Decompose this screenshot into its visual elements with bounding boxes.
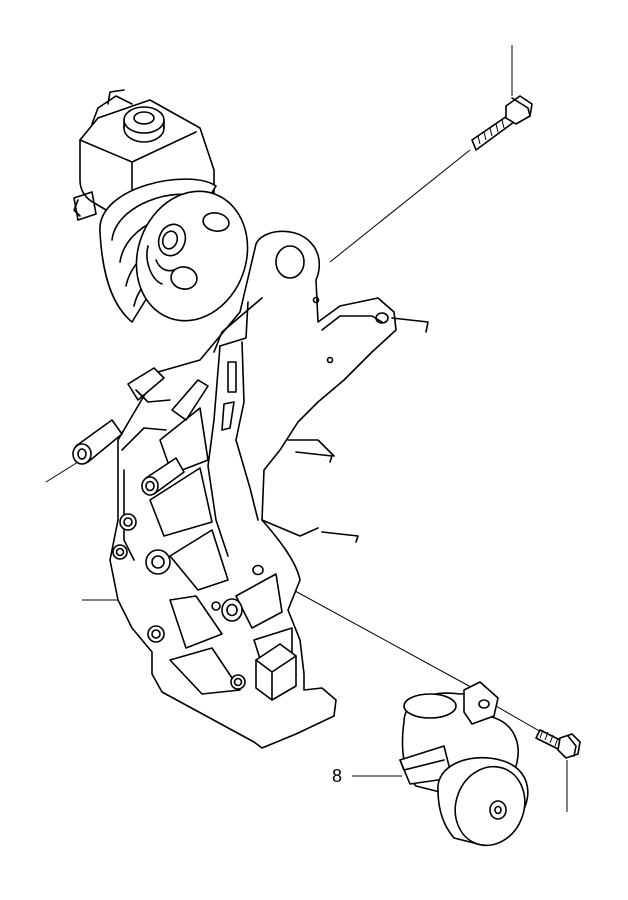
- bracket-side-boss: [255, 643, 297, 701]
- mounting-bracket: [72, 230, 397, 749]
- reservoir-cap: [123, 106, 165, 143]
- mounting-bolt-tensioner: [535, 729, 581, 759]
- reference-marks: [295, 317, 429, 543]
- bracket-stud-middle: [141, 457, 185, 496]
- belt-tensioner: [399, 681, 529, 847]
- bracket-boss-holes: [112, 513, 264, 690]
- callout-tensioner: 8: [332, 766, 402, 786]
- bracket-stud-upper: [72, 419, 123, 465]
- assembly-leader-lines: [45, 45, 568, 812]
- power-steering-pulley: [99, 178, 249, 323]
- mounting-bolt-top: [471, 95, 533, 151]
- callout-number-8: 8: [332, 766, 342, 786]
- tensioner-pulley: [437, 756, 529, 847]
